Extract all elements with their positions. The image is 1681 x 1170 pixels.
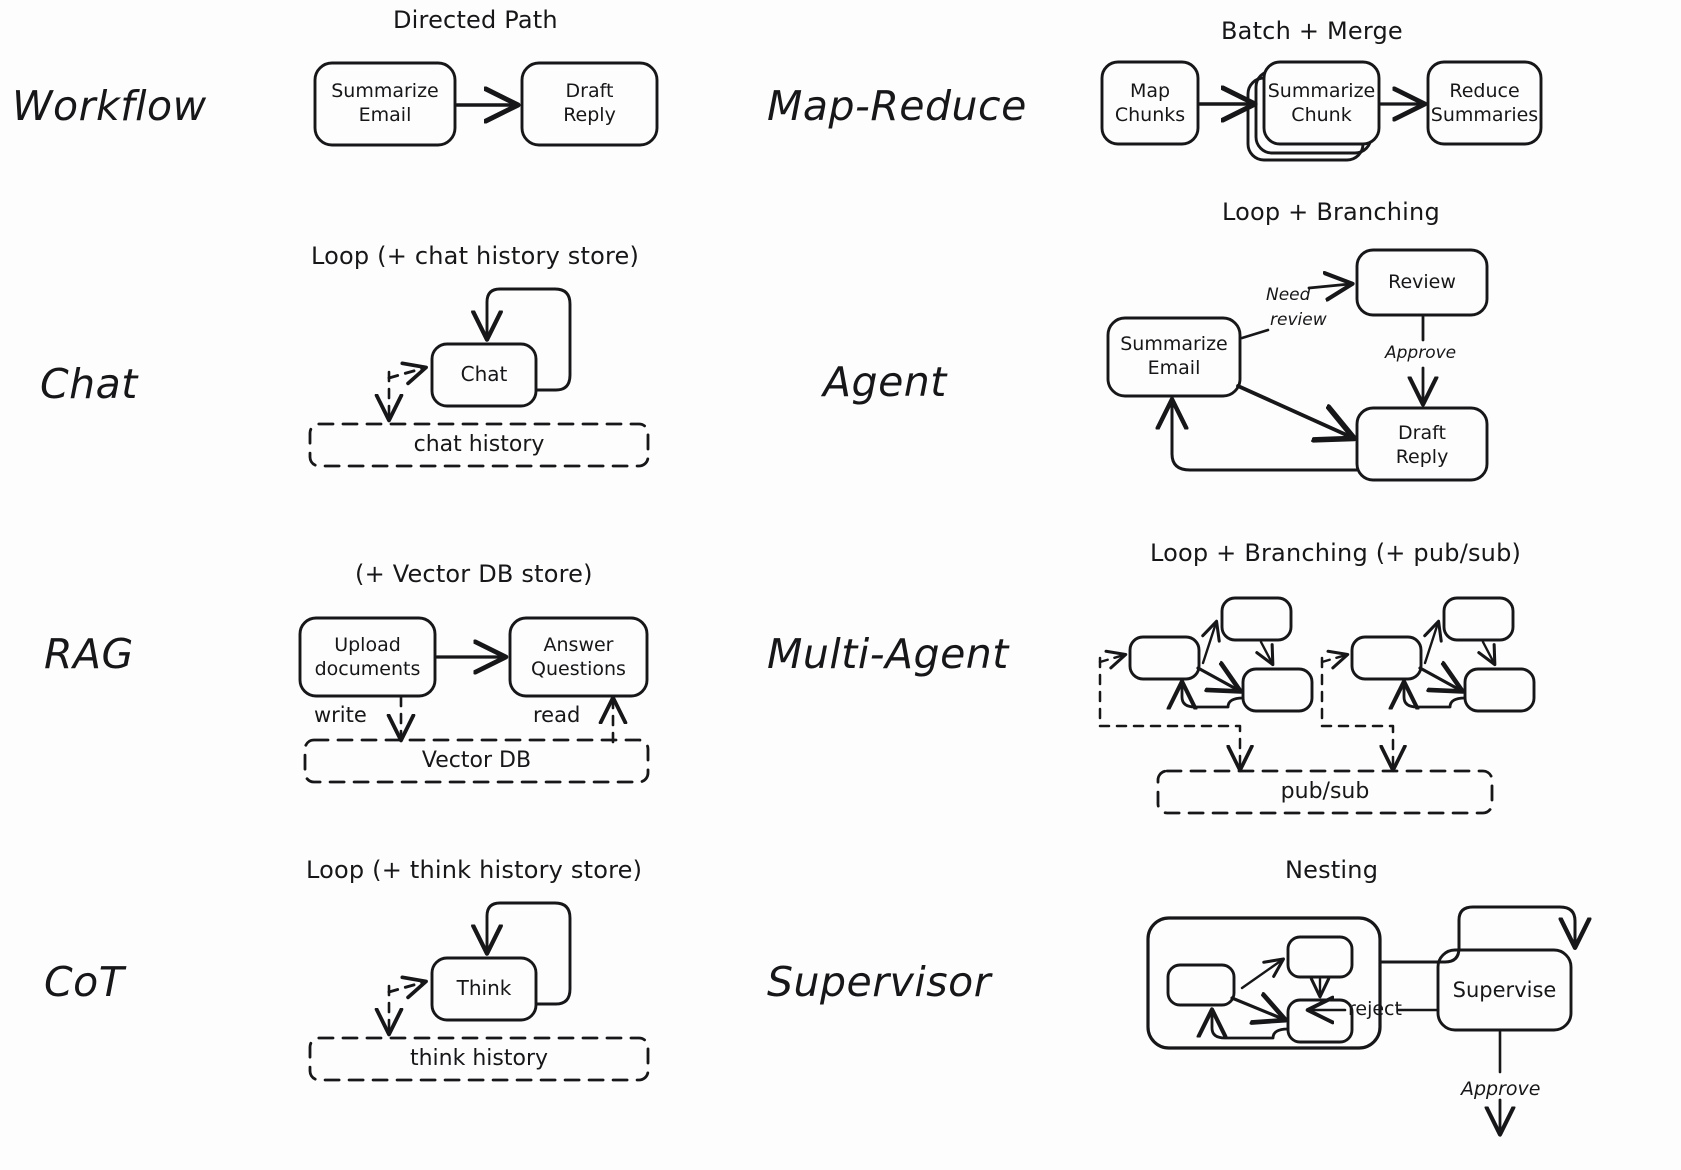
caption-nesting: Nesting [1285, 856, 1379, 884]
node-think[interactable] [430, 956, 538, 1022]
edge-ma-b2-b3 [1477, 640, 1497, 667]
edge-label-approve-agent: Approve [1385, 343, 1457, 363]
node-sup-n1[interactable] [1166, 963, 1236, 1007]
node-upload-documents[interactable] [298, 616, 437, 698]
node-map-chunks[interactable] [1100, 60, 1200, 146]
row-label-supervisor: Supervisor [767, 958, 992, 1006]
edge-ma-a-to-pubsub [1098, 656, 1240, 768]
edge-summarize-to-draft [1236, 384, 1351, 437]
edge-sup-n3-n1 [1212, 1012, 1290, 1040]
edge-label-need: Need [1266, 285, 1311, 305]
node-summarize-email[interactable] [313, 61, 457, 147]
edge-label-read: read [533, 703, 581, 727]
row-label-cot: CoT [44, 958, 125, 1006]
row-label-chat: Chat [40, 360, 138, 408]
node-sup-n3[interactable] [1286, 998, 1354, 1044]
node-supervise[interactable] [1436, 948, 1573, 1032]
row-label-workflow: Workflow [12, 82, 207, 130]
node-draft-reply[interactable] [520, 61, 659, 147]
edge-ma-b1-b3 [1418, 668, 1460, 690]
edge-ma-a1-a3 [1196, 668, 1238, 690]
edge-sup-n1-n3 [1230, 998, 1283, 1019]
node-ma-b3[interactable] [1463, 667, 1536, 713]
multi-agent-subgraph-b [1320, 596, 1536, 768]
row-label-agent: Agent [823, 358, 947, 406]
edge-ma-b1-b2 [1423, 619, 1443, 665]
caption-loop-branching-pubsub: Loop + Branching (+ pub/sub) [1150, 539, 1522, 567]
caption-directed-path: Directed Path [393, 6, 558, 34]
store-label-chat-history: chat history [413, 432, 545, 457]
store-label-vector-db: Vector DB [421, 748, 532, 773]
node-agent-review[interactable] [1355, 248, 1489, 317]
rag-graph [298, 616, 650, 784]
row-label-map-reduce: Map-Reduce [767, 82, 1027, 130]
edge-sup-n1-n2 [1240, 957, 1286, 990]
node-ma-b1[interactable] [1350, 635, 1423, 681]
edge-ma-b-to-pubsub [1320, 656, 1393, 768]
edge-ma-a1-a2 [1201, 619, 1221, 665]
node-agent-draft-reply[interactable] [1355, 406, 1489, 482]
edge-chat-self-loop [487, 287, 572, 392]
node-summarize-chunk[interactable] [1262, 60, 1381, 146]
multi-agent-subgraph-a [1098, 596, 1314, 768]
edge-label-review: review [1270, 310, 1327, 330]
multi-agent-graph [1098, 596, 1536, 815]
edge-group-to-supervise [1378, 905, 1575, 964]
edge-ma-b-entry [1320, 649, 1350, 670]
supervisor-graph [1146, 905, 1575, 1132]
edge-ma-a-entry [1098, 649, 1128, 670]
node-agent-summarize-email[interactable] [1106, 316, 1242, 398]
edge-summarize-to-review [1240, 328, 1270, 340]
edge-summarize-to-review-head [1307, 284, 1350, 288]
node-reduce-summaries[interactable] [1426, 60, 1543, 146]
node-chat[interactable] [430, 342, 538, 408]
node-ma-b2[interactable] [1442, 596, 1515, 642]
map-reduce-graph [1100, 60, 1543, 162]
workflow-graph [313, 61, 659, 147]
caption-loop-branching: Loop + Branching [1222, 198, 1440, 226]
edge-think-self-loop [487, 901, 572, 1006]
store-pub-sub[interactable] [1156, 769, 1494, 815]
cot-graph [308, 901, 650, 1082]
caption-vector-db-store: (+ Vector DB store) [355, 560, 593, 588]
edge-ma-a3-a1 [1182, 684, 1245, 707]
group-nested-agent[interactable] [1146, 916, 1382, 1050]
store-label-pub-sub: pub/sub [1280, 779, 1370, 804]
caption-loop-chat-history: Loop (+ chat history store) [311, 242, 640, 270]
node-ma-a1[interactable] [1128, 635, 1201, 681]
edge-ma-b3-b1 [1404, 684, 1467, 707]
store-think-history[interactable] [308, 1036, 650, 1082]
caption-loop-think-history: Loop (+ think history store) [306, 856, 643, 884]
node-ma-a2[interactable] [1220, 596, 1293, 642]
edge-label-write: write [314, 703, 367, 727]
node-answer-questions[interactable] [508, 616, 649, 698]
store-vector-db[interactable] [303, 738, 650, 784]
chat-graph [308, 287, 650, 468]
row-label-multi-agent: Multi-Agent [767, 630, 1009, 678]
node-ma-a3[interactable] [1241, 667, 1314, 713]
store-label-think-history: think history [409, 1046, 549, 1071]
edge-entry-to-think [387, 975, 428, 1000]
agent-graph [1106, 248, 1489, 482]
row-label-rag: RAG [44, 630, 134, 678]
store-chat-history[interactable] [308, 422, 650, 468]
node-sup-n2[interactable] [1286, 935, 1354, 979]
edge-draft-to-summarize [1172, 402, 1359, 472]
edge-label-reject: reject [1348, 998, 1402, 1020]
edge-entry-to-chat [387, 361, 428, 386]
edge-ma-a2-a3 [1255, 640, 1275, 667]
caption-batch-merge: Batch + Merge [1221, 17, 1403, 45]
edge-label-approve-supervisor: Approve [1461, 1078, 1541, 1100]
